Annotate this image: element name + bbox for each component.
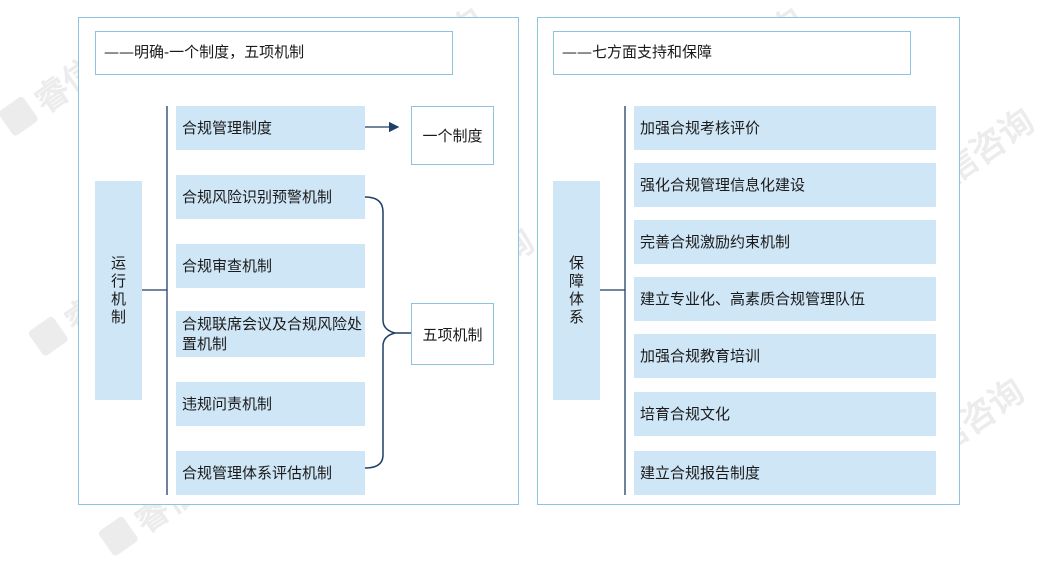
right-item-5: 加强合规教育培训 — [634, 334, 936, 378]
right-item-1: 加强合规考核评价 — [634, 106, 936, 150]
target-one-system: 一个制度 — [411, 106, 494, 165]
target-five-mechanisms: 五项机制 — [411, 303, 494, 365]
left-item-6: 合规管理体系评估机制 — [176, 451, 365, 495]
right-item-4: 建立专业化、高素质合规管理队伍 — [634, 277, 936, 321]
right-side-label: 保障体系 — [567, 254, 585, 327]
right-header: ——七方面支持和保障 — [553, 31, 911, 75]
left-side-label-box: 运行机制 — [95, 181, 142, 400]
left-side-label: 运行机制 — [109, 254, 127, 327]
left-item-5: 违规问责机制 — [176, 382, 365, 426]
five-mechanisms-brace — [364, 196, 411, 469]
right-item-6: 培育合规文化 — [634, 392, 936, 436]
right-side-label-box: 保障体系 — [553, 181, 600, 400]
left-header: ——明确-一个制度，五项机制 — [95, 31, 453, 75]
left-item-1: 合规管理制度 — [176, 106, 365, 150]
right-item-7: 建立合规报告制度 — [634, 451, 936, 495]
left-item-2: 合规风险识别预警机制 — [176, 175, 365, 219]
left-item-4: 合规联席会议及合规风险处置机制 — [176, 311, 365, 357]
left-item-3: 合规审查机制 — [176, 244, 365, 288]
right-item-3: 完善合规激励约束机制 — [634, 220, 936, 264]
right-item-2: 强化合规管理信息化建设 — [634, 163, 936, 207]
